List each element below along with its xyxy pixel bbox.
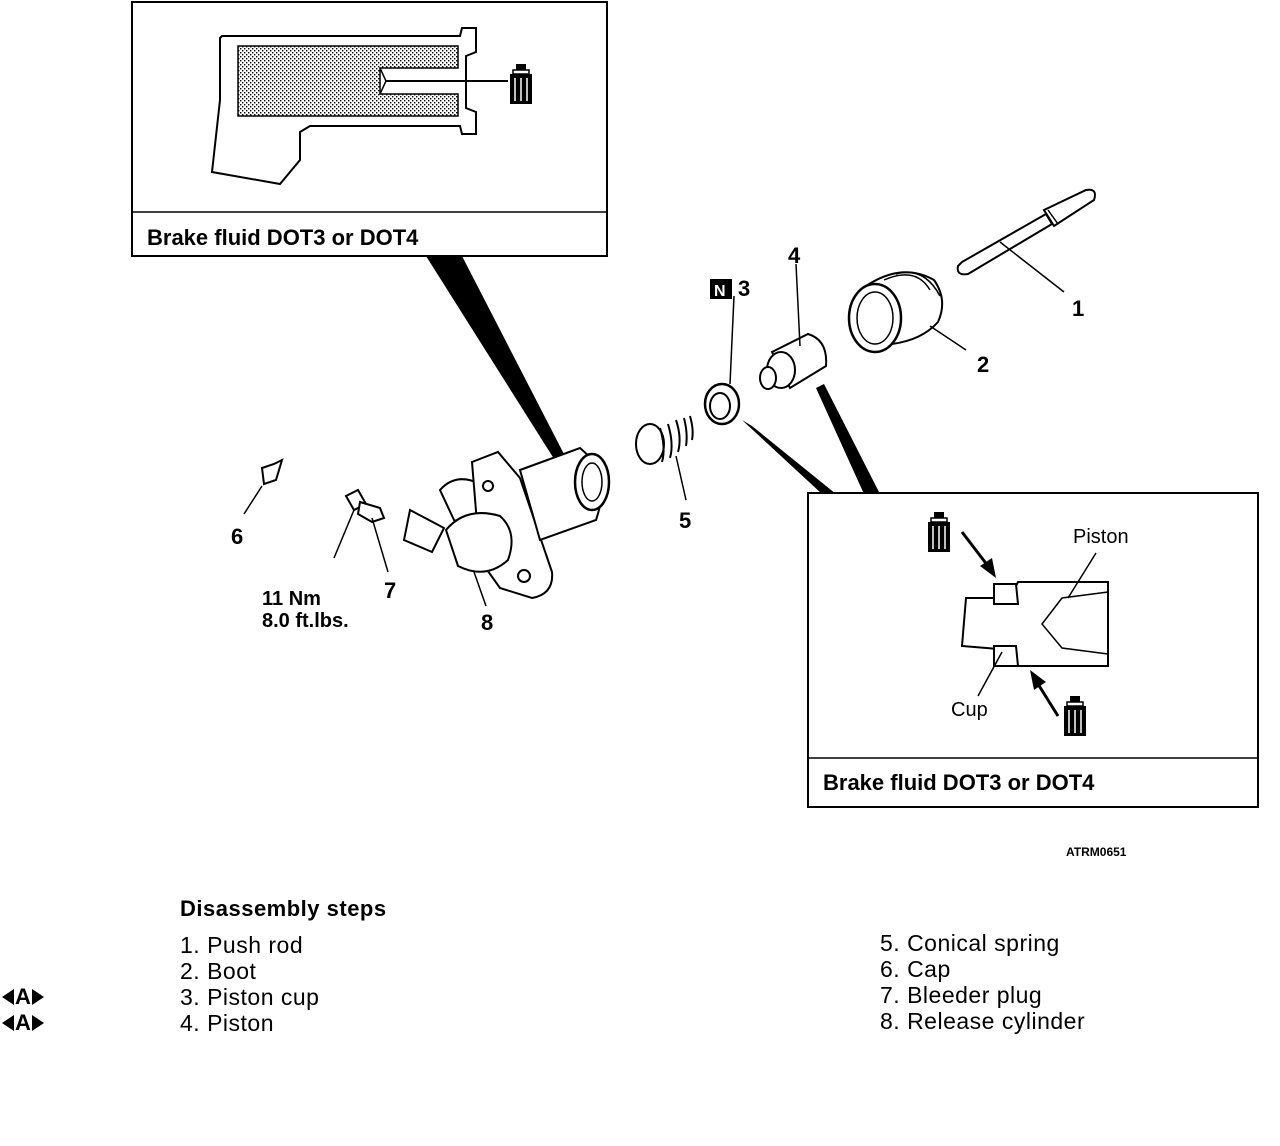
cap	[243, 458, 284, 515]
bottom-box-caption: Brake fluid DOT3 or DOT4	[823, 770, 1095, 795]
arrow-icon	[960, 531, 996, 578]
torque-spec-nm: 11 Nm	[262, 588, 321, 610]
step-item: 2. Boot	[180, 958, 257, 984]
disassembly-steps-left: 1. Push rod 2. Boot 3. Piston cup 4. Pis…	[180, 932, 319, 1036]
new-part-badge-letter: N	[714, 283, 726, 300]
conical-spring	[635, 415, 694, 501]
triangle-right-icon	[31, 1015, 44, 1031]
service-point-markers: A A	[2, 984, 44, 1036]
torque-spec-ftlbs: 8.0 ft.lbs.	[262, 610, 349, 632]
arrow-icon	[1030, 670, 1060, 717]
marker-letter: A	[15, 984, 31, 1009]
cup-lower	[993, 645, 1020, 667]
part-number-7: 7	[384, 578, 396, 603]
boot	[847, 271, 967, 354]
release-cylinder	[402, 446, 611, 607]
part-number-1: 1	[1072, 296, 1084, 321]
figure-code: ATRM0651	[1066, 845, 1127, 859]
triangle-left-icon	[2, 989, 14, 1005]
step-item: 1. Push rod	[180, 932, 304, 958]
brake-fluid-bottle-icon	[510, 64, 532, 104]
top-callout-pointer	[426, 256, 566, 462]
brake-fluid-bottle-icon	[928, 512, 950, 552]
bottom-callout-box: Piston Cup Brake flu	[807, 492, 1259, 808]
cup-upper	[993, 583, 1020, 605]
marker-letter: A	[15, 1010, 31, 1035]
disassembly-steps-right: 5. Conical spring 6. Cap 7. Bleeder plug…	[880, 930, 1085, 1034]
bottom-callout-pointer-piston	[816, 384, 880, 494]
push-rod	[956, 188, 1096, 293]
piston	[759, 263, 828, 390]
piston-cup	[703, 295, 741, 426]
part-number-5: 5	[679, 508, 691, 533]
part-number-4: 4	[788, 243, 801, 268]
cylinder-section-outline	[210, 27, 477, 186]
step-item: 6. Cap	[880, 956, 951, 982]
service-point-marker: A	[2, 1010, 44, 1036]
service-point-marker: A	[2, 984, 44, 1010]
part-number-2: 2	[977, 352, 989, 377]
triangle-left-icon	[2, 1015, 14, 1031]
bottom-callout-pointer-cup	[742, 420, 836, 494]
cup-label: Cup	[951, 699, 988, 721]
triangle-right-icon	[31, 989, 44, 1005]
step-item: 3. Piston cup	[180, 984, 320, 1010]
legend-title: Disassembly steps	[180, 896, 387, 921]
top-box-caption: Brake fluid DOT3 or DOT4	[147, 225, 419, 250]
step-item: 5. Conical spring	[880, 930, 1060, 956]
step-item: 4. Piston	[180, 1010, 274, 1036]
piston-label: Piston	[1073, 526, 1129, 548]
step-item: 8. Release cylinder	[880, 1008, 1086, 1034]
part-number-6: 6	[231, 524, 243, 549]
bleeder-plug	[333, 488, 389, 573]
top-callout-box: Brake fluid DOT3 or DOT4	[131, 1, 608, 257]
brake-fluid-bottle-icon	[1064, 696, 1086, 736]
new-part-badge	[710, 279, 732, 299]
part-number-3: 3	[738, 276, 750, 301]
part-number-8: 8	[481, 610, 493, 635]
step-item: 7. Bleeder plug	[880, 982, 1043, 1008]
